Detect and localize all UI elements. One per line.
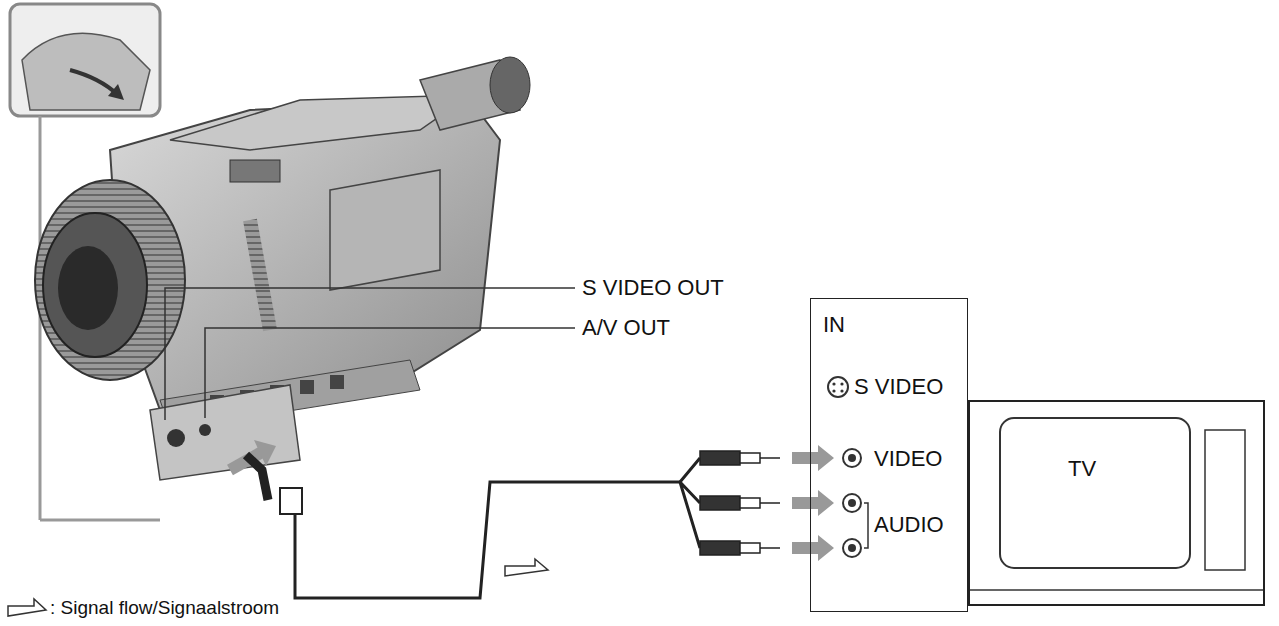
node-label: AUDIO [874, 513, 944, 537]
s-video-socket [828, 377, 848, 397]
jack-cover [150, 385, 300, 480]
legend-text: : Signal flow/Signaalstroom [50, 598, 279, 619]
rca-plugs [700, 451, 780, 555]
insert-arrows [792, 445, 834, 561]
control-panel [230, 160, 280, 182]
tv-controls [1205, 430, 1245, 570]
inset-cover [22, 33, 150, 110]
leader-line [165, 288, 575, 420]
signal-arrow [505, 559, 548, 576]
inset-arrow [70, 70, 118, 95]
zoom-grip [250, 220, 270, 330]
rca-socket [843, 449, 861, 557]
node-label: IN [823, 313, 845, 337]
s-video-jack [167, 429, 185, 447]
eyecup [490, 57, 530, 113]
inset-frame [10, 4, 160, 116]
node-label: VIDEO [874, 447, 942, 471]
part-label: S VIDEO OUT [582, 276, 724, 300]
part-label: A/V OUT [582, 316, 670, 340]
camcorder-top [170, 95, 470, 150]
lens-ring [35, 180, 185, 380]
cable [295, 482, 680, 598]
lens [43, 213, 147, 357]
tv-screen [1000, 418, 1190, 568]
tv-set: TV [968, 400, 1265, 606]
inset-arrowhead [108, 84, 124, 100]
lcd-panel [330, 170, 440, 290]
legend-sample [8, 599, 46, 616]
cable-split [680, 458, 700, 548]
lens-glass [58, 246, 118, 330]
av-jack [199, 424, 211, 436]
node-label: TV [1068, 457, 1096, 481]
inset-leader [40, 519, 160, 522]
audio-bracket [864, 503, 868, 548]
input-panel: IN S VIDEO VIDEO AUDIO [810, 298, 968, 612]
node-label: S VIDEO [854, 375, 943, 399]
minijack-plug [246, 455, 268, 500]
leader-line [205, 328, 575, 418]
